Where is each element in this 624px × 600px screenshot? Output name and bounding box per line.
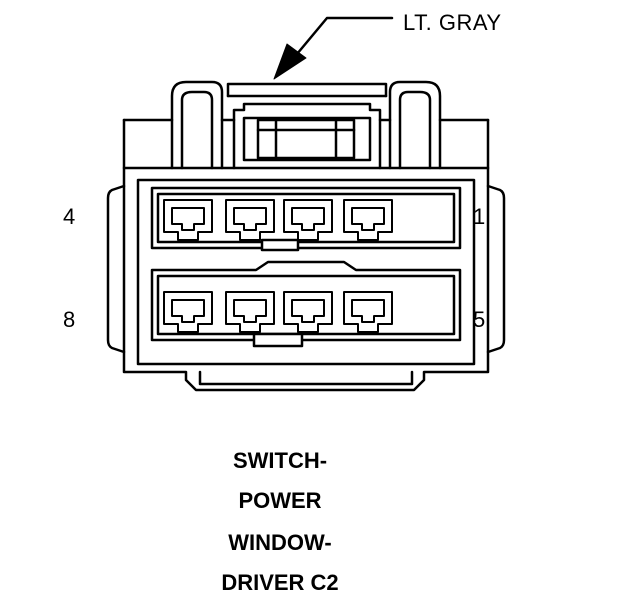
caption-line: DRIVER C2 <box>221 570 339 595</box>
upper-cavity-block <box>150 186 462 252</box>
terminal-cavity-row-upper <box>163 199 393 241</box>
connector-color-label: LT. GRAY <box>403 10 502 35</box>
caption-line: POWER <box>238 488 322 513</box>
pin-label-top-left: 4 <box>63 204 76 229</box>
connector-housing <box>106 118 506 392</box>
pin-label-bottom-right: 5 <box>473 307 486 332</box>
terminal-cavity-row-lower <box>163 291 393 333</box>
latch <box>170 80 442 170</box>
pin-label-bottom-left: 8 <box>63 307 76 332</box>
caption-line: SWITCH- <box>232 448 328 473</box>
caption-line: WINDOW- <box>228 530 332 555</box>
lower-cavity-block <box>150 260 462 348</box>
arrow-pointer-icon <box>273 16 394 80</box>
pin-label-top-right: 1 <box>473 204 486 229</box>
